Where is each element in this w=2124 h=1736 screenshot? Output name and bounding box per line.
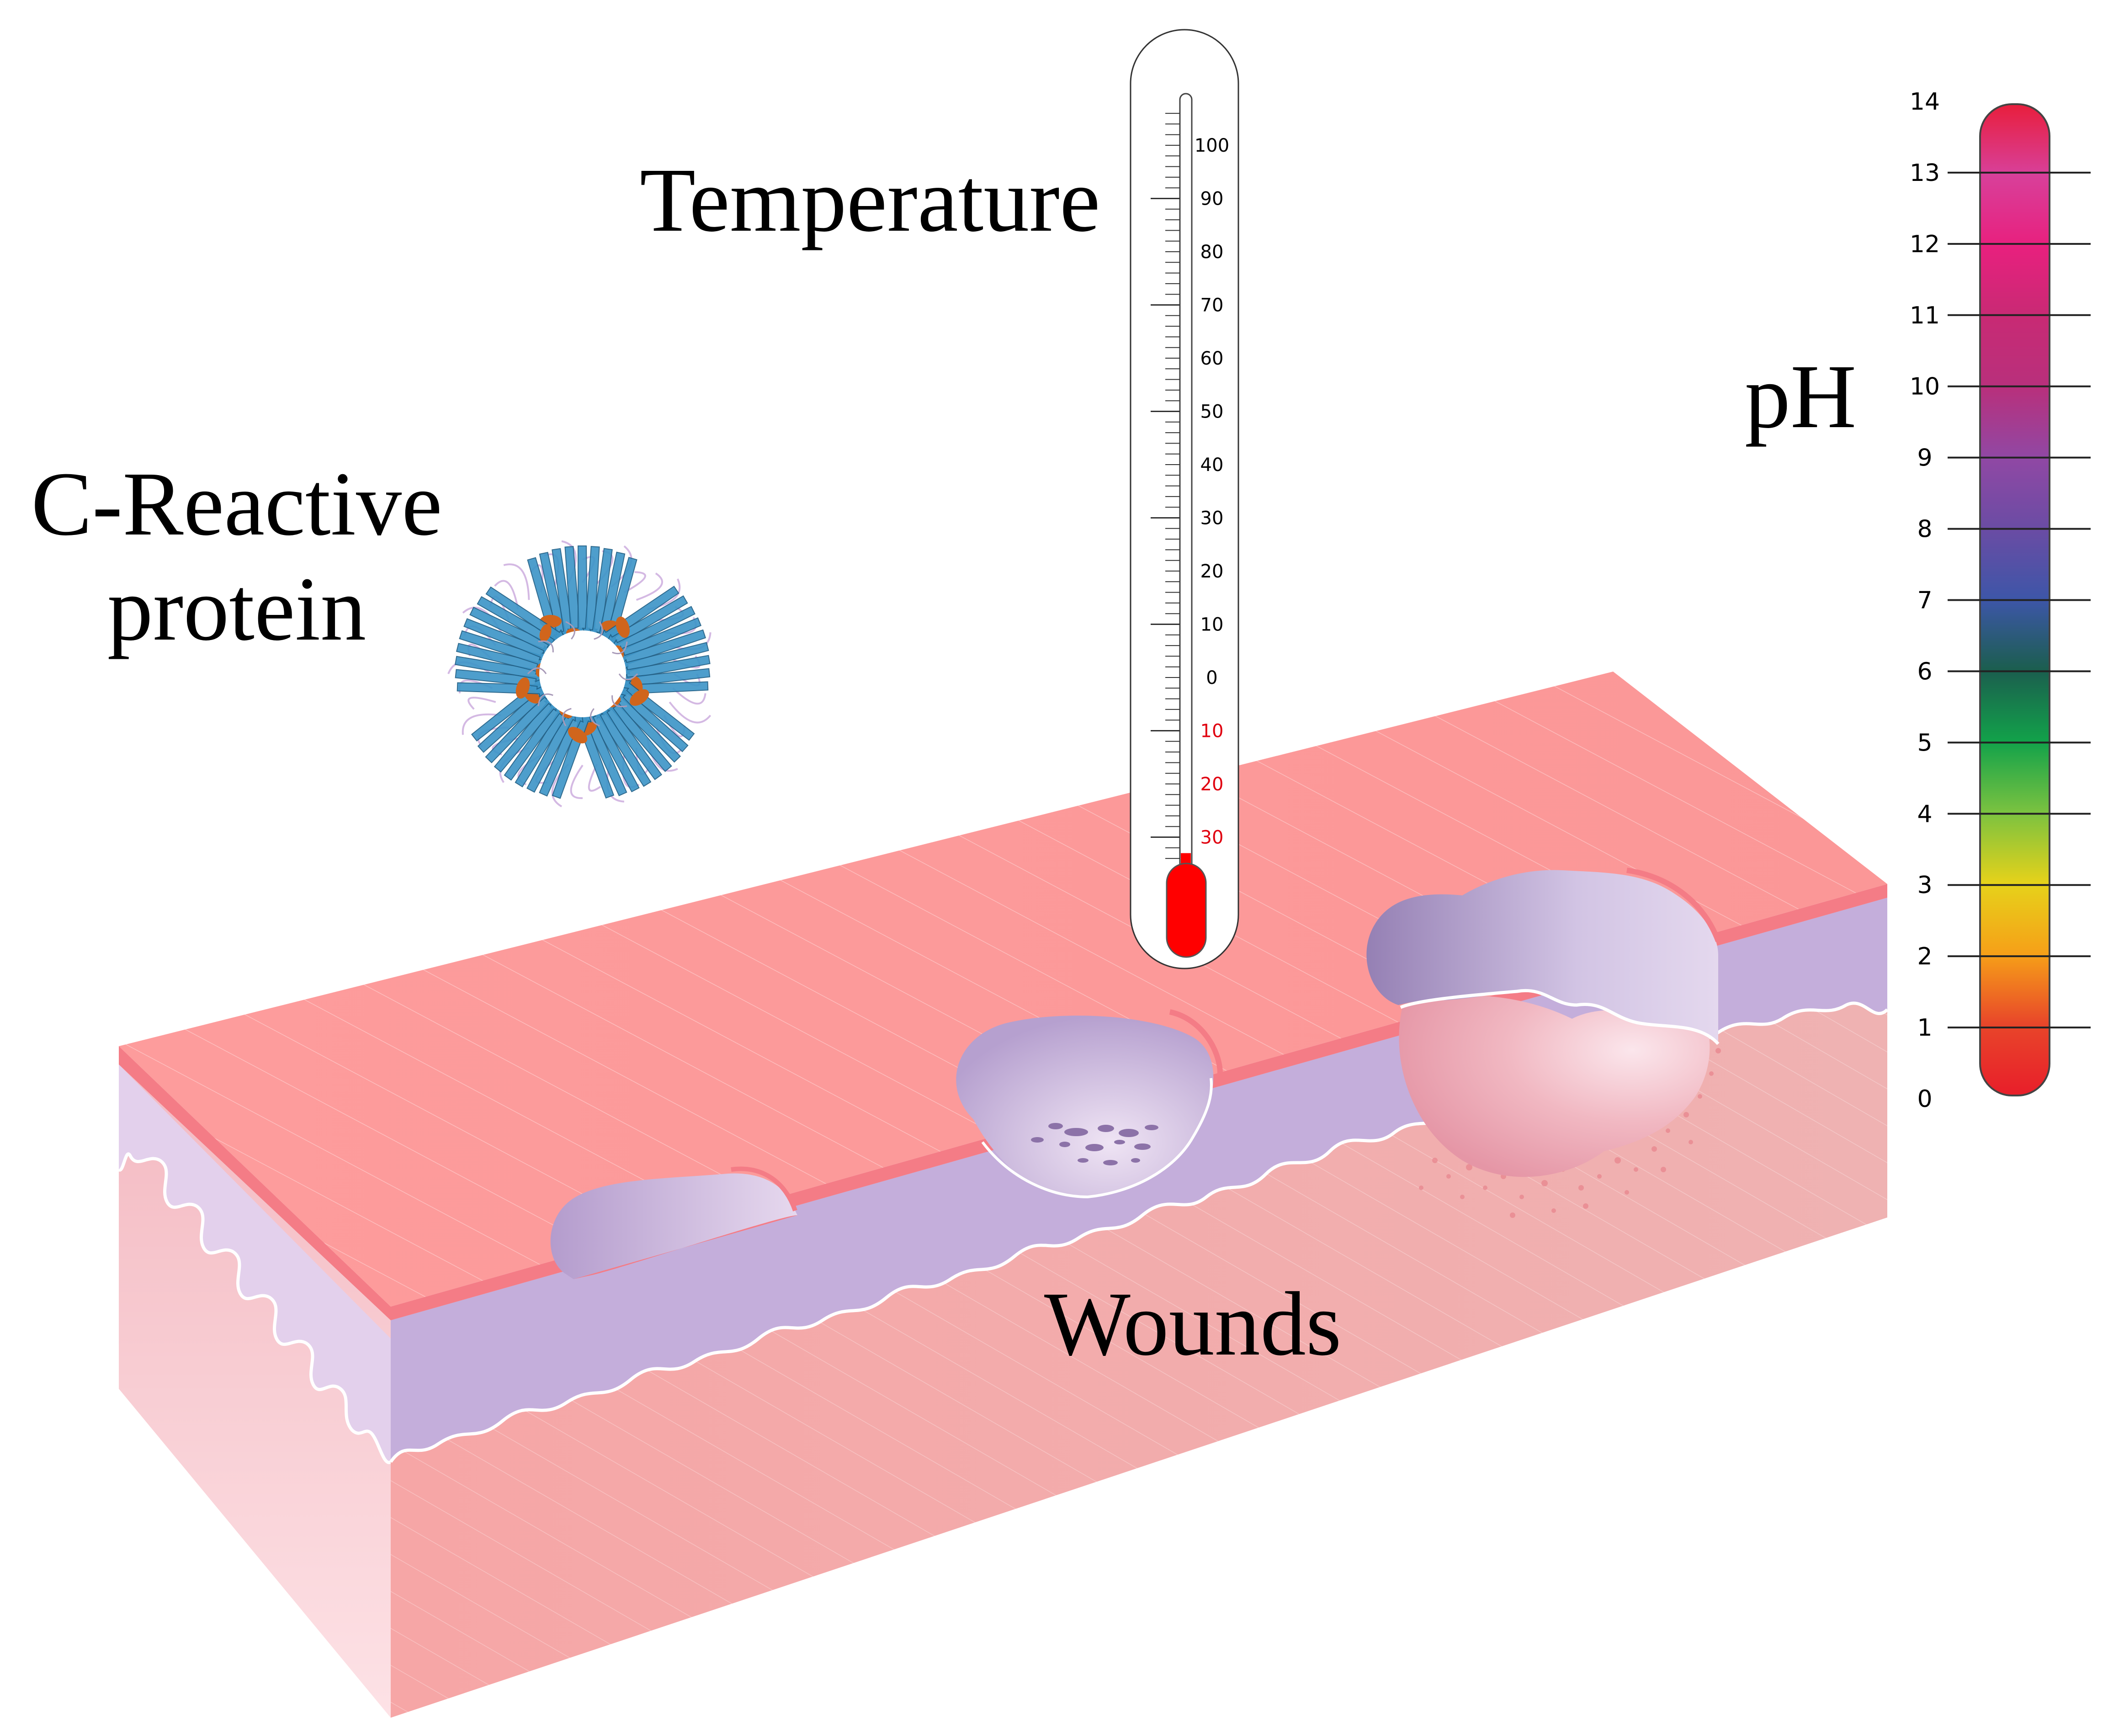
skin-side-face (119, 1046, 391, 1718)
protein-loop (503, 563, 530, 600)
protein-subunit (527, 545, 637, 650)
protein-helix (616, 616, 630, 638)
thermometer-scale-label: 60 (1200, 348, 1224, 369)
protein-subunit (454, 586, 567, 699)
skin-block-icon (117, 672, 1889, 1718)
temperature-label: Temperature (640, 150, 1100, 251)
protein-loop (494, 580, 519, 609)
ph-scale-label: 7 (1917, 587, 1932, 614)
protein-loop (623, 571, 646, 593)
thermometer-scale-label: 100 (1195, 135, 1229, 156)
thermometer-bulb (1166, 863, 1207, 958)
thermometer-scale-label: 50 (1200, 402, 1224, 423)
protein-subunit (471, 679, 592, 799)
ph-scale-label: 0 (1917, 1085, 1932, 1113)
skin-side-wavy-line (117, 1152, 392, 1464)
protein-loop (527, 667, 547, 675)
protein-helix (515, 677, 530, 699)
protein-loop (618, 673, 638, 681)
ph-scale-label: 10 (1910, 373, 1940, 401)
wounds-label: Wounds (1044, 1274, 1342, 1375)
thermometer-scale-label: 40 (1200, 455, 1224, 476)
thermometer-scale-label: 80 (1200, 242, 1224, 263)
protein-loop (538, 640, 554, 653)
protein-loop (590, 708, 600, 727)
thermometer-tube (1179, 93, 1193, 912)
crp-label-line1: C-Reactive (31, 454, 442, 555)
thermometer-scale-label: 70 (1200, 295, 1224, 316)
ph-scale-label: 8 (1917, 516, 1932, 543)
protein-helix (630, 689, 649, 706)
protein-helix (568, 727, 588, 744)
ph-scale-label: 1 (1917, 1014, 1932, 1042)
ph-scale-label: 2 (1917, 943, 1932, 970)
c-reactive-protein-icon (447, 540, 712, 808)
ph-scale-label: 4 (1917, 800, 1932, 828)
ph-scale-label: 12 (1910, 231, 1940, 258)
thermometer-scale-label: 0 (1206, 667, 1217, 688)
wound-medium (956, 1009, 1223, 1199)
protein-loop (611, 695, 627, 708)
protein-loop (594, 621, 603, 640)
protein-loop (570, 764, 584, 799)
thermometer-scale-label: 20 (1200, 561, 1224, 582)
skin-top-texture (119, 672, 1887, 1307)
thermometer-scale-label: 30 (1200, 508, 1224, 529)
skin-side-epidermis (119, 1064, 391, 1463)
protein-loop (565, 621, 575, 640)
protein-loop (462, 713, 502, 735)
thermometer-scale-label: 10 (1200, 614, 1224, 635)
protein-loop (467, 697, 496, 710)
thermometer-scale-label: 10 (1200, 721, 1224, 742)
protein-helix (539, 624, 552, 642)
thermometer-scale-label: 30 (1200, 827, 1224, 848)
ph-scale-label: 11 (1910, 302, 1940, 329)
ph-scale-label: 9 (1917, 445, 1932, 472)
protein-pore (539, 630, 626, 717)
crp-label-line2: protein (107, 559, 366, 660)
protein-loop (612, 641, 628, 655)
protein-loop (636, 572, 663, 601)
ph-scale-label: 14 (1910, 88, 1940, 116)
ph-scale-label: 13 (1910, 159, 1940, 187)
thermometer-scale-label: 90 (1200, 189, 1224, 210)
protein-subunit (573, 679, 695, 799)
protein-loop (588, 763, 601, 792)
ph-scale-label: 3 (1917, 872, 1932, 899)
wound-small (550, 1166, 797, 1279)
ph-label: pH (1745, 346, 1856, 447)
protein-loop (562, 708, 572, 726)
wound-spots (1031, 1123, 1158, 1165)
wound-large (1366, 868, 1721, 1218)
protein-loop (672, 687, 706, 705)
ph-scale-label: 5 (1917, 729, 1932, 757)
protein-loop (669, 701, 712, 724)
ph-scale-label: 6 (1917, 658, 1932, 685)
thermometer-scale-label: 20 (1200, 774, 1224, 795)
protein-loop (537, 693, 553, 706)
